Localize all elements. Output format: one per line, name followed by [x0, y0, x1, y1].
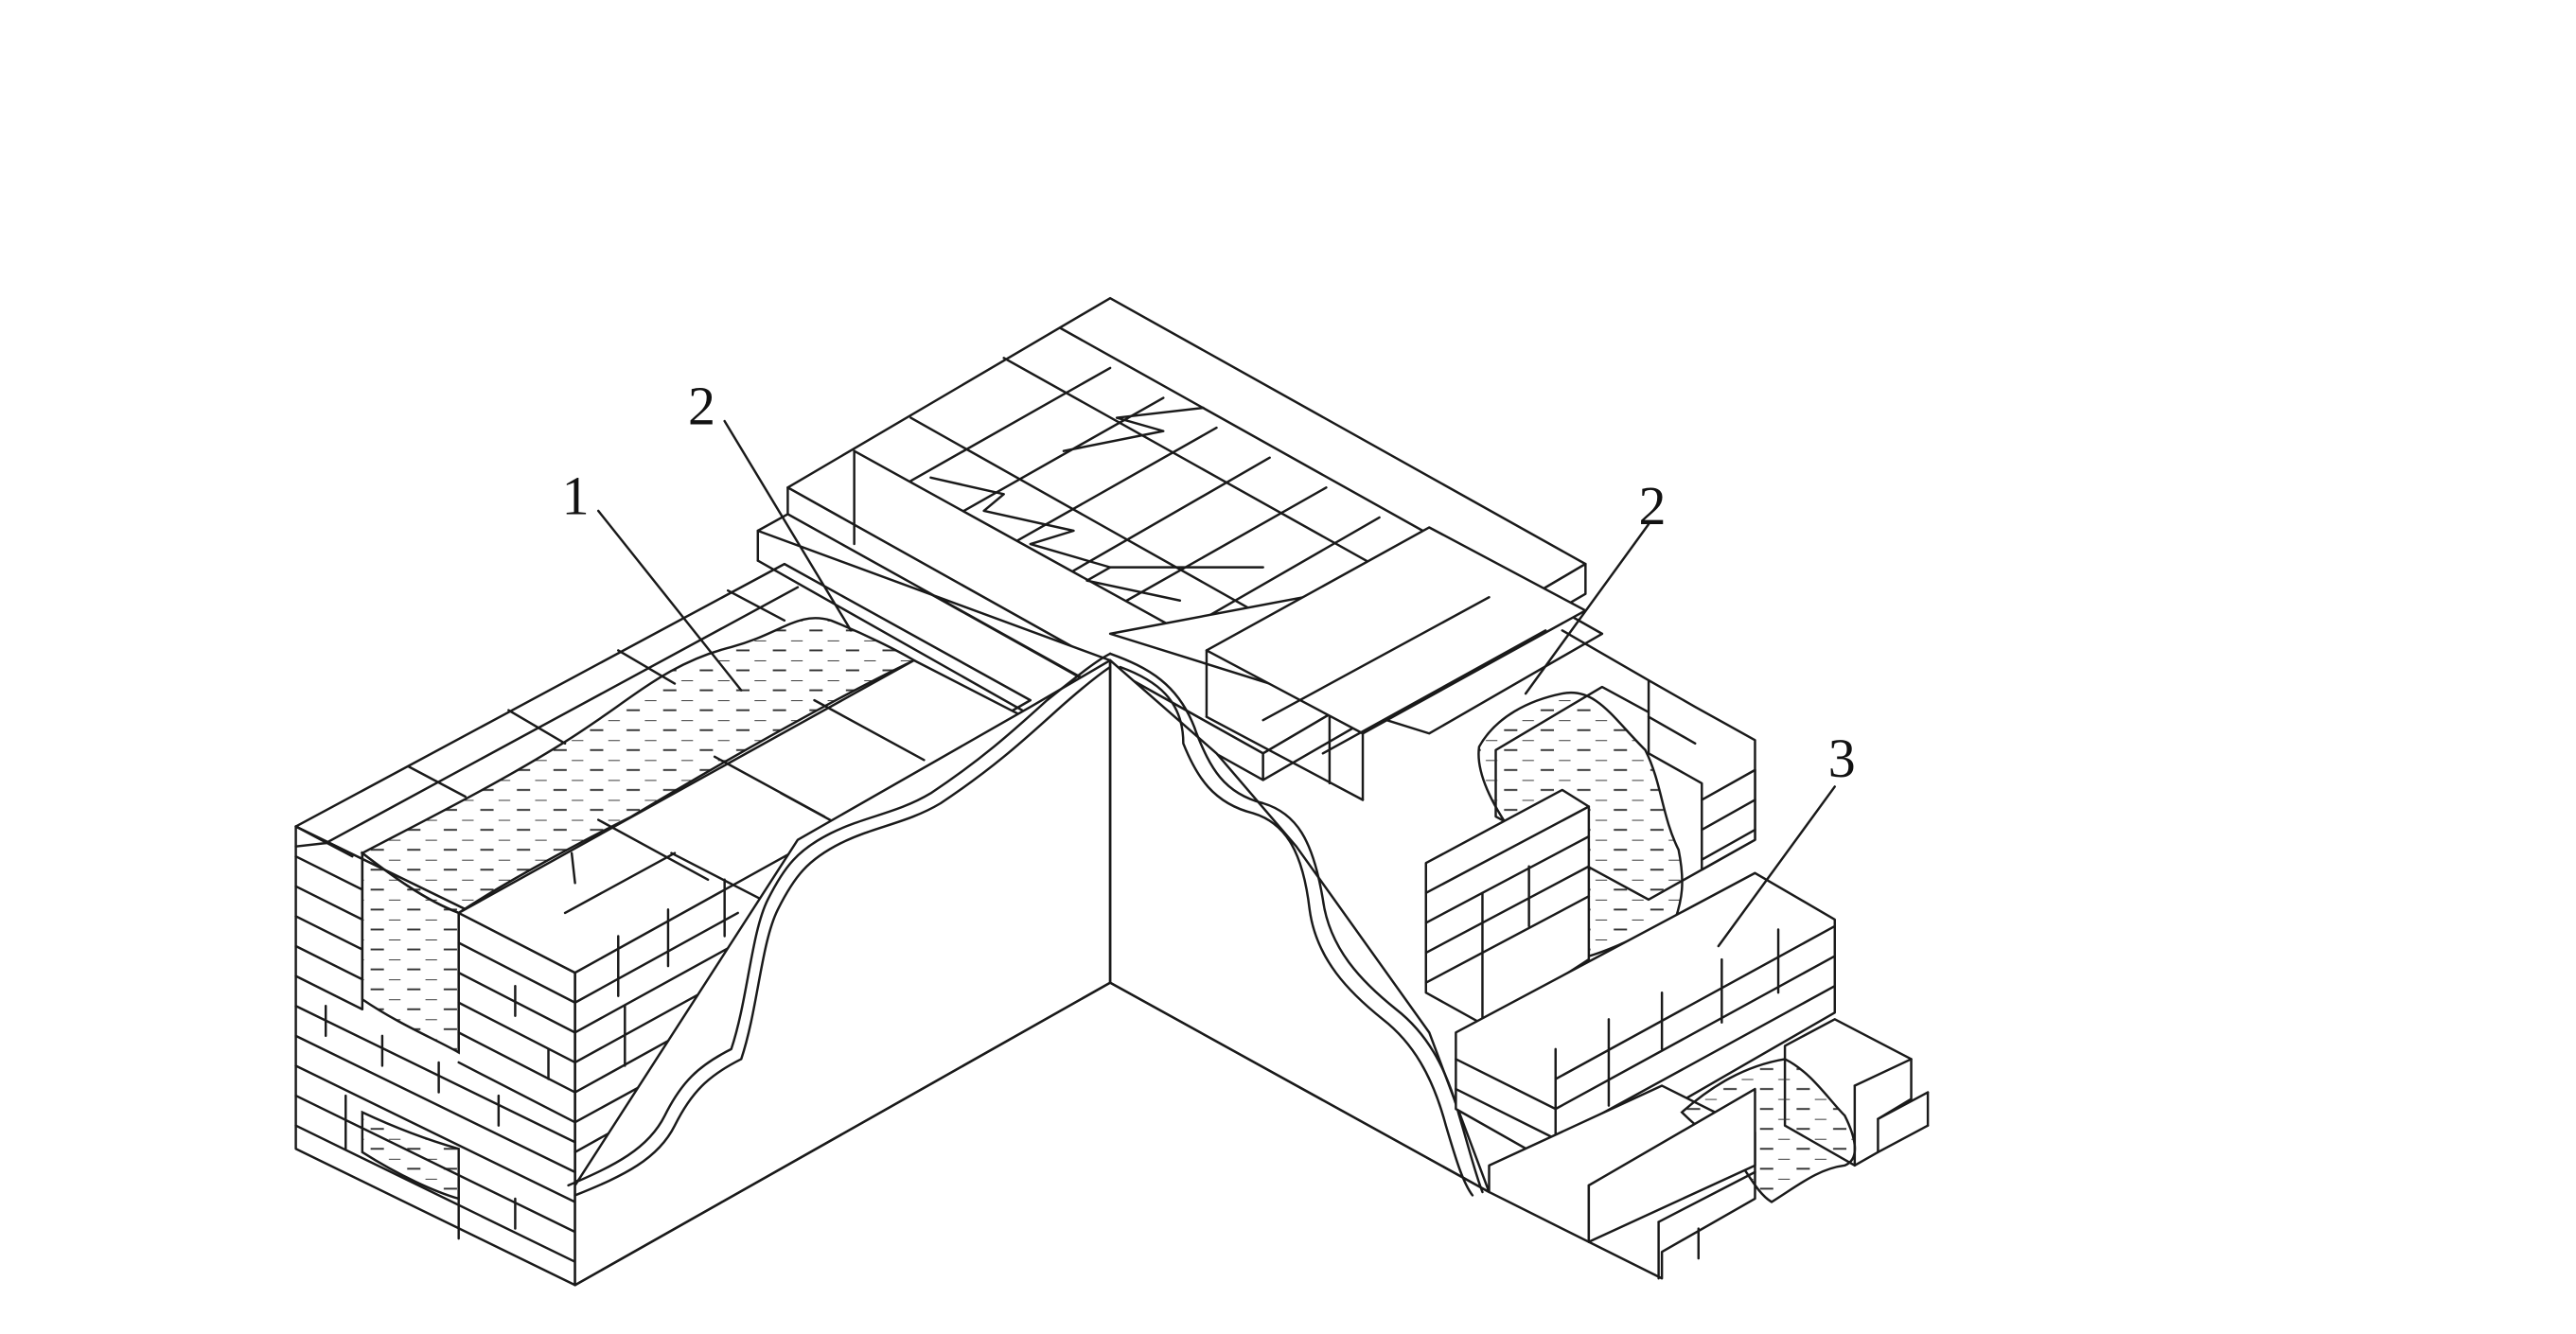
right-step-block: [1424, 788, 1591, 1027]
right-lower-wall: [1455, 871, 1836, 1167]
left-insulation-top: [360, 617, 917, 915]
right-wall-section: [1108, 526, 1930, 1280]
callout-2-left: 2: [688, 376, 853, 632]
callout-label-2-right: 2: [1639, 475, 1667, 536]
right-front-bricks: [1587, 1087, 1756, 1243]
callout-label-3: 3: [1828, 728, 1856, 789]
left-break-line: [567, 652, 1112, 1187]
callouts: 1 2 2 3: [562, 376, 1856, 948]
callout-label-1: 1: [562, 465, 590, 526]
callout-1: 1: [562, 465, 743, 692]
callout-3: 3: [1717, 728, 1856, 948]
left-top-bricks: [294, 586, 926, 885]
left-wall-section: [294, 562, 1032, 1287]
callout-2-right: 2: [1524, 475, 1667, 695]
callout-label-2-left: 2: [688, 376, 715, 437]
